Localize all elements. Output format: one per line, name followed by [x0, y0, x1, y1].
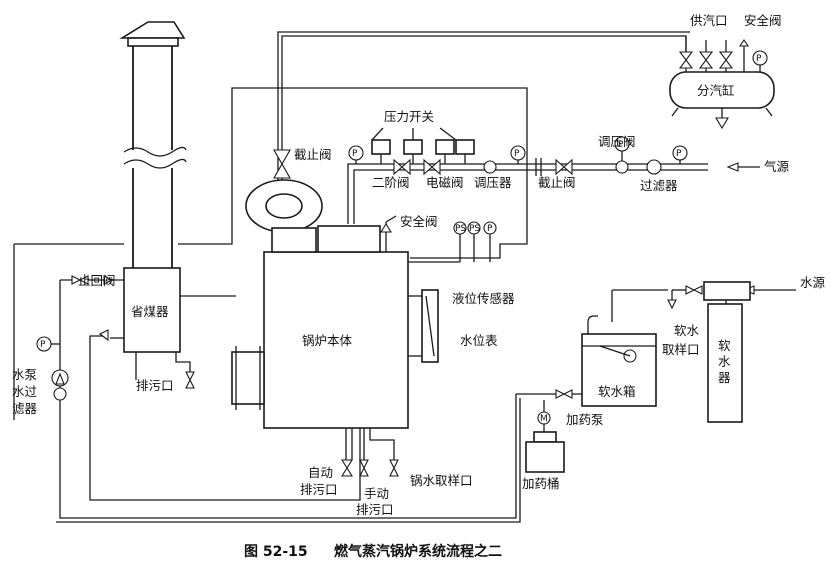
- steam-header: [669, 36, 775, 130]
- p-gauge-gas-3: P: [618, 140, 624, 150]
- gas-train: [347, 127, 760, 224]
- soft-water-sample-label-2: 取样口: [662, 342, 700, 357]
- p-gauge-gas-4: P: [676, 149, 682, 159]
- soft-water-tank: [581, 315, 657, 407]
- p-gauge-gas-1: P: [352, 149, 358, 159]
- figure-title: 燃气蒸汽锅炉系统流程之二: [334, 543, 502, 560]
- p-gauge-gas-2: P: [514, 149, 520, 159]
- two-stage-valve-label: 二阶阀: [372, 175, 410, 190]
- p-gauge-boiler: P: [487, 224, 493, 234]
- solenoid-valve-label: 电磁阀: [426, 175, 464, 190]
- economizer-blowdown-label: 排污口: [136, 378, 174, 393]
- boiler-water-sample-label: 锅水取样口: [410, 473, 473, 488]
- soft-water-sample-label-1: 软水: [674, 323, 700, 338]
- economizer: [123, 267, 181, 353]
- pump-filter-label-2: 滤器: [12, 401, 38, 416]
- gas-source-label: 气源: [764, 159, 790, 174]
- pump-filter-label-1: 水过: [12, 384, 38, 399]
- dosing-group: [525, 389, 582, 473]
- soft-water-tank-label: 软水箱: [598, 384, 636, 399]
- header-safety-valve-label: 安全阀: [744, 13, 782, 28]
- level-sensor: [408, 289, 439, 363]
- boiler-body: [231, 179, 409, 429]
- steam-supply-label: 供汽口: [690, 13, 728, 28]
- water-source-label: 水源: [800, 275, 826, 290]
- boiler-body-label: 锅炉本体: [302, 333, 353, 348]
- figure-number: 图 52-15: [244, 544, 308, 560]
- ps-gauge-1: PS: [455, 224, 466, 234]
- steam-header-label: 分汽缸: [697, 83, 735, 98]
- p-gauge-pump: P: [40, 340, 46, 350]
- boiler-safety-valve: [380, 215, 397, 252]
- softener-label-1: 软: [718, 338, 731, 353]
- ps-gauge-2: PS: [469, 224, 480, 234]
- economizer-label: 省煤器: [131, 304, 169, 319]
- pressure-switch-label: 压力开关: [384, 109, 434, 124]
- softener-label-2: 水: [718, 354, 731, 369]
- shutoff-valve-right-label: 截止阀: [538, 175, 576, 190]
- pressure-reg-valve-label: 调压阀: [598, 134, 636, 149]
- pump-label: 水泵: [12, 367, 37, 382]
- manual-blowdown-label-2: 排污口: [356, 502, 394, 517]
- regulator-label: 调压器: [474, 175, 512, 190]
- manual-blowdown-label-1: 手动: [364, 486, 389, 501]
- dosing-pump-label: 加药泵: [566, 412, 604, 427]
- dosing-pump-icon-label: M: [540, 414, 548, 424]
- auto-blowdown-label-2: 排污口: [300, 482, 338, 497]
- filter-label: 过滤器: [640, 178, 678, 193]
- flue-outline: [13, 87, 528, 420]
- boiler-blowdowns: [341, 428, 399, 477]
- steam-line: [273, 31, 690, 180]
- softener-label-3: 器: [718, 370, 731, 385]
- feedwater-loop: [36, 275, 544, 523]
- auto-blowdown-label-1: 自动: [308, 465, 333, 480]
- softener-group: [611, 281, 796, 423]
- level-sensor-label: 液位传感器: [452, 291, 515, 306]
- dosing-tank-label: 加药桶: [522, 476, 560, 491]
- check-valve-label: 止回阀: [78, 273, 116, 288]
- shutoff-valve-left-label: 截止阀: [294, 147, 332, 162]
- chimney: [119, 21, 187, 268]
- water-gauge-label: 水位表: [460, 333, 498, 348]
- boiler-gauges: [408, 221, 497, 263]
- economizer-blowdown: [135, 352, 195, 389]
- boiler-safety-valve-label: 安全阀: [400, 214, 438, 229]
- p-gauge-header: P: [756, 54, 762, 64]
